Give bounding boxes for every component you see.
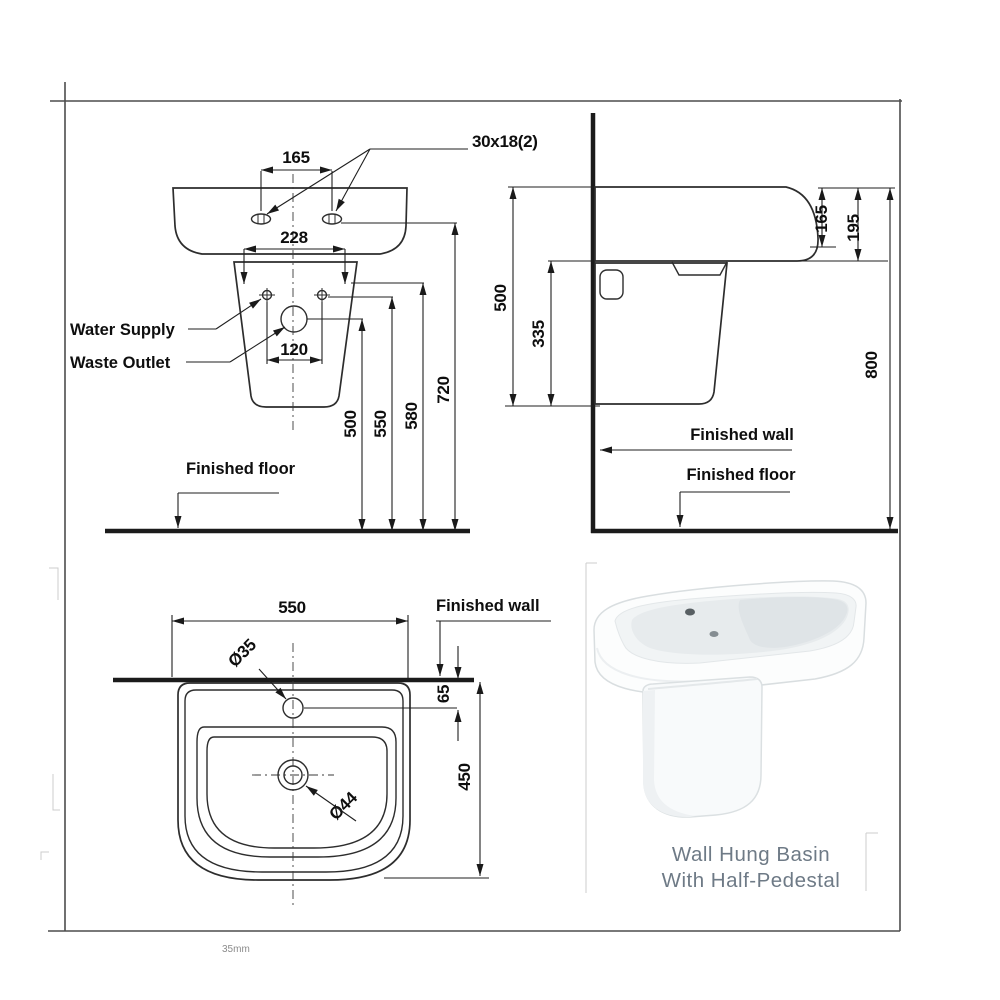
- top-dim-450-label: 450: [455, 763, 474, 790]
- waste-outlet-label: Waste Outlet: [70, 354, 171, 372]
- front-dim-550-label: 550: [371, 410, 390, 437]
- bolt-hole-right: [321, 213, 343, 225]
- render-tap-hole: [685, 608, 695, 616]
- front-finished-floor-callout: Finished floor: [174, 460, 296, 528]
- waste-outlet-callout: Waste Outlet: [70, 326, 286, 372]
- front-dim-165-label: 165: [282, 148, 309, 167]
- side-basin-profile: [594, 186, 819, 262]
- front-dim-500-label: 500: [341, 410, 360, 437]
- bolt-note: 30x18(2): [266, 132, 538, 215]
- side-dims: 165 195 800 500 335: [491, 187, 894, 529]
- top-bowl-outer: [196, 726, 397, 858]
- top-dia35-label: Ø35: [224, 635, 260, 671]
- side-view: 165 195 800 500 335 Finished wall Finish…: [491, 113, 898, 534]
- top-bowl-inner: [206, 736, 388, 849]
- side-dim-800-label: 800: [862, 351, 881, 378]
- front-pedestal-outline: [233, 261, 358, 408]
- top-waste-outer: [277, 759, 309, 791]
- side-dim-195-label: 195: [844, 214, 863, 241]
- front-dim-228-label: 228: [280, 228, 307, 247]
- front-finished-floor-label: Finished floor: [186, 460, 296, 478]
- product-caption-line2: With Half-Pedestal: [662, 869, 841, 892]
- front-dim-228: 228: [240, 228, 349, 284]
- top-waste-inner: [283, 765, 303, 785]
- pedestal-fixing-hole: [599, 269, 624, 300]
- bolt-hole-left: [250, 213, 272, 225]
- water-supply-hole-left: [259, 288, 275, 302]
- top-tap-hole: [282, 697, 304, 719]
- product-caption-line1: Wall Hung Basin: [672, 843, 830, 866]
- product-photo: Wall Hung Basin With Half-Pedestal: [585, 562, 878, 893]
- top-finished-wall-label: Finished wall: [436, 597, 540, 615]
- side-dim-165-label: 165: [812, 205, 831, 232]
- front-dim-connectors: [307, 222, 457, 320]
- top-dim-65: 65: [434, 646, 462, 741]
- footer-scale-note: 35mm: [222, 944, 250, 955]
- render-overflow-hole: [709, 631, 719, 637]
- front-dim-165: 165: [260, 148, 333, 211]
- basin-bracket-detail: [671, 261, 728, 276]
- front-dim-120: 120: [266, 302, 323, 364]
- top-view: 550 Finished wall Ø35 Ø44: [113, 597, 551, 905]
- top-finished-wall-callout: Finished wall: [436, 597, 551, 676]
- bolt-note-label: 30x18(2): [472, 132, 538, 151]
- water-supply-callout: Water Supply: [70, 298, 262, 339]
- front-view: 165 228 120 500 5: [70, 132, 538, 534]
- side-dim-500-label: 500: [491, 284, 510, 311]
- top-rim-inner: [184, 689, 404, 873]
- side-finished-floor-callout: Finished floor: [676, 466, 796, 527]
- front-height-dims: 500 550 580 720: [341, 223, 459, 531]
- top-dim-65-label: 65: [434, 685, 453, 703]
- water-supply-hole-right: [314, 288, 330, 302]
- drawing-border: [48, 82, 902, 932]
- water-supply-label: Water Supply: [70, 321, 176, 339]
- render-half-pedestal: [642, 676, 763, 818]
- top-rim-outer: [177, 682, 411, 881]
- side-finished-wall-label: Finished wall: [690, 426, 794, 444]
- side-pedestal-profile: [594, 262, 728, 405]
- side-finished-floor-label: Finished floor: [686, 466, 796, 484]
- front-dim-580-label: 580: [402, 402, 421, 429]
- side-extension-lines: [505, 186, 895, 407]
- side-dim-335-label: 335: [529, 320, 548, 347]
- front-dim-720-label: 720: [434, 376, 453, 403]
- front-dim-120-label: 120: [280, 340, 307, 359]
- front-basin-outline: [172, 187, 408, 255]
- margin-crop-marks: [40, 567, 60, 860]
- top-dim-550-label: 550: [278, 598, 305, 617]
- basin-render: [593, 580, 867, 818]
- top-dim-550: 550: [171, 598, 409, 680]
- side-finished-wall-callout: Finished wall: [600, 426, 794, 454]
- top-dim-450: 450: [384, 682, 489, 879]
